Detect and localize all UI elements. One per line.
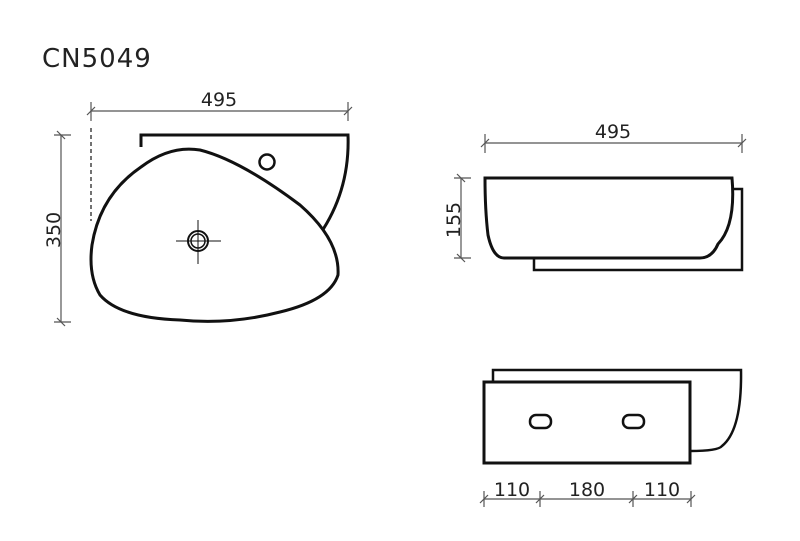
back-dim-2: 180 — [569, 479, 605, 501]
top-width-label: 495 — [201, 89, 237, 111]
model-title: CN5049 — [42, 44, 152, 74]
back-dim-1: 110 — [494, 479, 530, 501]
back-view: 110 180 110 — [479, 368, 743, 507]
top-depth-label: 350 — [43, 212, 65, 248]
top-view: 495 350 — [43, 89, 353, 327]
side-view: 495 155 — [443, 121, 747, 272]
back-dim-3: 110 — [644, 479, 680, 501]
side-width-label: 495 — [595, 121, 631, 143]
side-height-label: 155 — [443, 202, 465, 238]
